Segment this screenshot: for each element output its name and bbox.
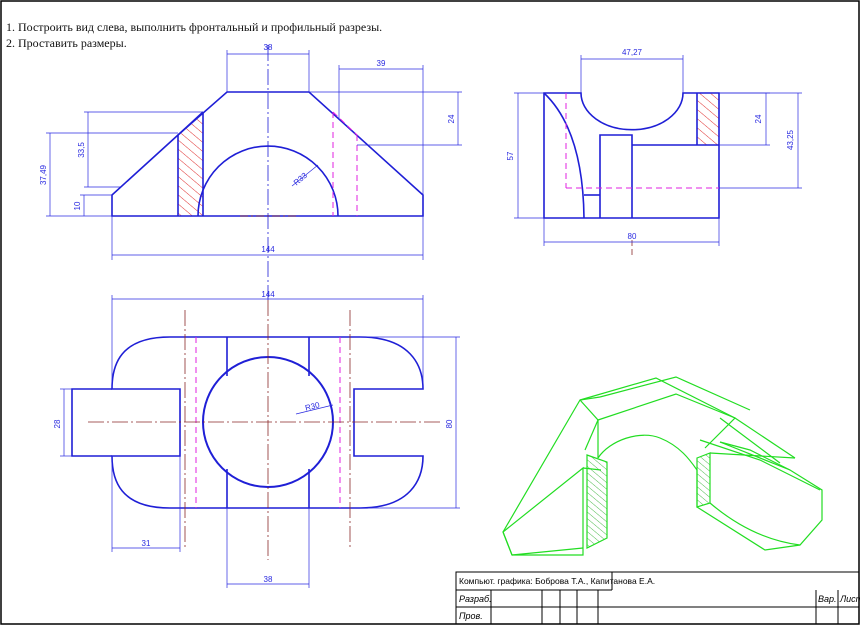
- title-row-developer: Разраб.: [459, 594, 492, 604]
- dim-plan-w31: 31: [142, 539, 151, 548]
- dim-front-h10: 10: [73, 201, 82, 210]
- front-view: 38 39 24 33,5 37,49 10 R33 144: [39, 43, 462, 300]
- isometric-view: [502, 376, 823, 556]
- dim-plan-r30: R30: [304, 400, 321, 412]
- dim-side-h57: 57: [506, 151, 515, 160]
- front-dimensions: [46, 50, 462, 260]
- title-row-checked: Пров.: [459, 611, 483, 621]
- dim-front-h335: 33,5: [77, 142, 86, 158]
- task-1: 1. Построить вид слева, выполнить фронта…: [6, 20, 383, 34]
- title-caption: Компьют. графика: Боброва Т.А., Капитано…: [459, 576, 655, 586]
- dim-side-h24: 24: [754, 114, 763, 123]
- side-view: 47,27 24 43,25 57 80: [506, 48, 802, 255]
- dim-front-right: 39: [377, 59, 386, 68]
- front-section-hatch: [178, 112, 203, 216]
- dim-front-h3749: 37,49: [39, 164, 48, 185]
- dim-plan-h80: 80: [445, 419, 454, 428]
- dim-side-top: 47,27: [622, 48, 643, 57]
- dim-plan-h28: 28: [53, 419, 62, 428]
- dim-side-w80: 80: [628, 232, 637, 241]
- side-dimensions: [514, 55, 802, 246]
- side-section-hatch: [697, 93, 719, 145]
- dim-plan-w38: 38: [264, 575, 273, 584]
- title-variant: Вар.: [818, 594, 837, 604]
- plan-outline: [111, 336, 424, 509]
- dim-side-h4325: 43,25: [786, 129, 795, 150]
- plan-axes: [88, 300, 440, 560]
- dim-front-w144: 144: [261, 245, 275, 254]
- side-outline: [543, 92, 720, 219]
- plan-dimensions: [60, 295, 460, 588]
- plan-view: 144 R30 28 80 31 38: [53, 290, 460, 588]
- title-sheet: Лист: [839, 594, 860, 604]
- dim-front-top: 38: [264, 43, 273, 52]
- dim-front-h24: 24: [447, 114, 456, 123]
- dim-front-r33: R33: [292, 171, 309, 188]
- front-outline: [111, 91, 424, 217]
- dim-plan-w144: 144: [261, 290, 275, 299]
- title-block: [455, 571, 860, 625]
- task-2: 2. Проставить размеры.: [6, 36, 127, 50]
